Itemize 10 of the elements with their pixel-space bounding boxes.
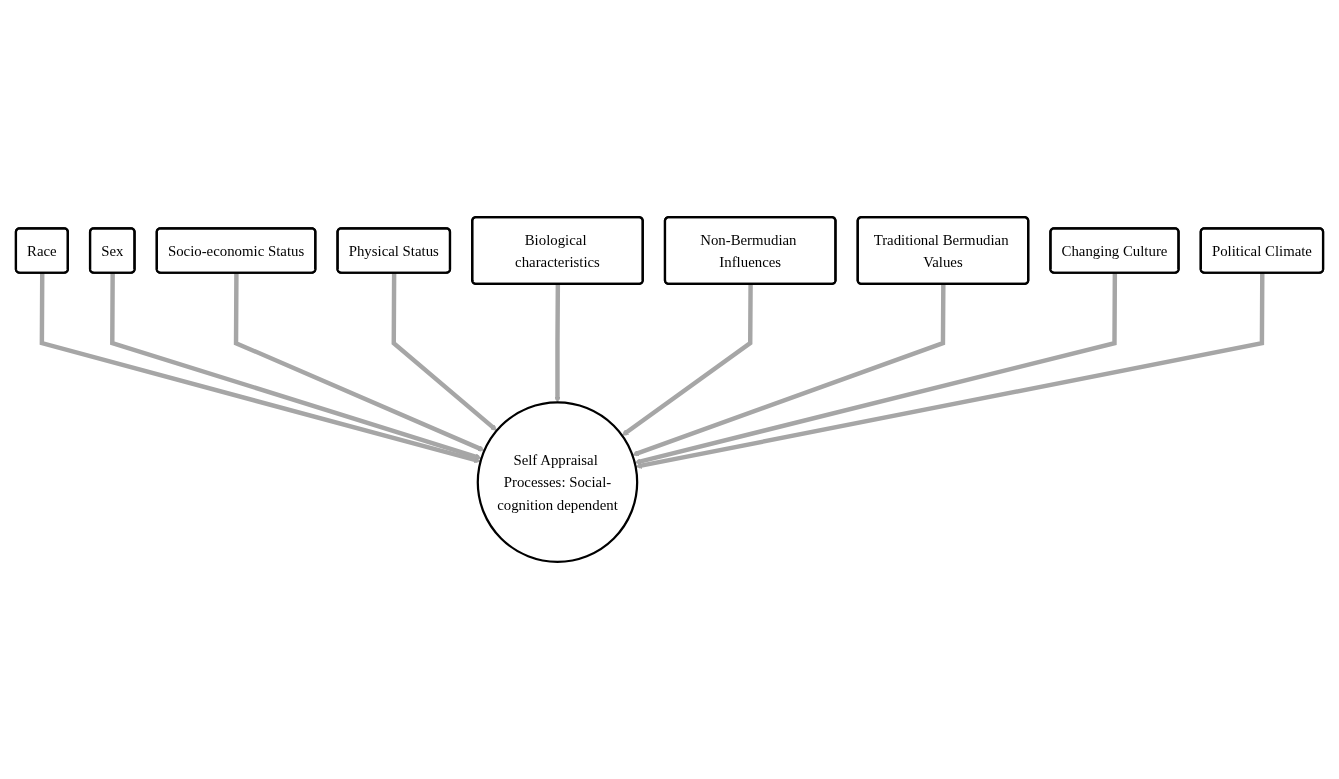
arrow <box>39 273 481 464</box>
arrow <box>233 273 485 452</box>
arrow <box>621 284 753 436</box>
node-circle: Self Appraisal Processes: Social-cognition dependent <box>476 401 639 563</box>
arrow <box>110 273 482 460</box>
arrow <box>554 284 561 403</box>
arrow <box>634 273 1118 465</box>
arrow <box>635 273 1265 469</box>
arrow <box>632 284 946 457</box>
arrow <box>391 273 497 431</box>
